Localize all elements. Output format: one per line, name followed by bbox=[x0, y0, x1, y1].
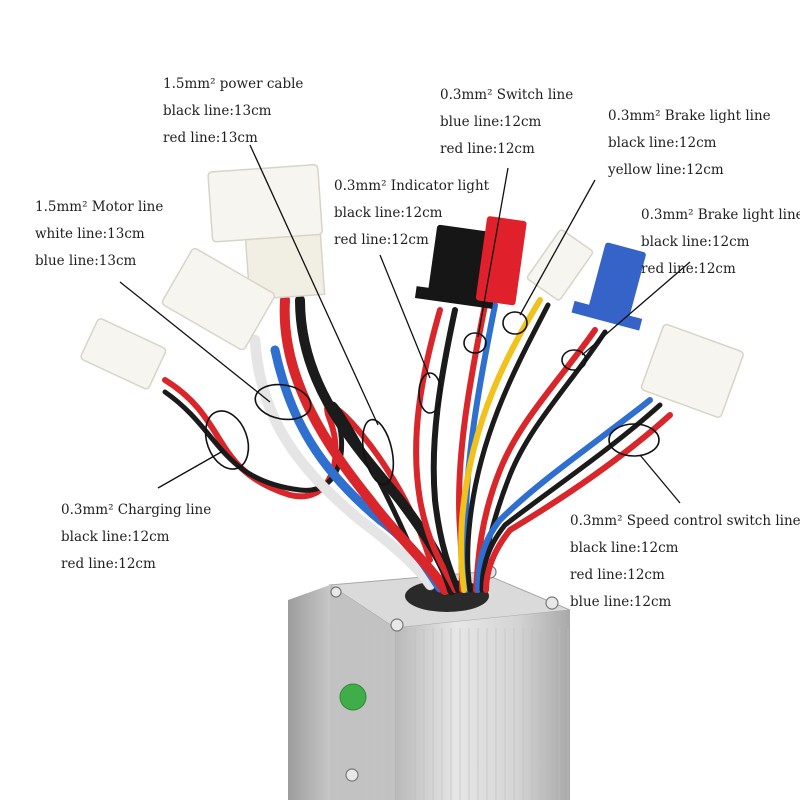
controller-box bbox=[288, 565, 571, 800]
speed-control-connector bbox=[640, 323, 744, 418]
label-line: blue line:13cm bbox=[35, 253, 137, 269]
label-line: black line:12cm bbox=[61, 529, 170, 545]
screw-icon bbox=[345, 768, 359, 782]
label-title: 0.3mm² Indicator light bbox=[334, 178, 490, 194]
label-line: red line:12cm bbox=[641, 261, 736, 277]
label-indicator-light: 0.3mm² Indicator light black line:12cm r… bbox=[334, 173, 489, 254]
label-line: black line:13cm bbox=[163, 103, 272, 119]
connectors bbox=[80, 164, 744, 418]
label-line: black line:12cm bbox=[608, 135, 717, 151]
label-line: black line:12cm bbox=[570, 540, 679, 556]
label-switch-line: 0.3mm² Switch line blue line:12cm red li… bbox=[440, 82, 573, 163]
label-line: blue line:12cm bbox=[440, 114, 542, 130]
label-line: red line:13cm bbox=[163, 130, 258, 146]
label-charging-line: 0.3mm² Charging line black line:12cm red… bbox=[61, 497, 211, 578]
label-title: 0.3mm² Brake light line bbox=[641, 207, 800, 223]
label-line: yellow line:12cm bbox=[608, 162, 724, 178]
label-title: 1.5mm² power cable bbox=[163, 76, 304, 92]
wire-bundle bbox=[162, 295, 673, 595]
callout-markers bbox=[204, 311, 660, 486]
screw-icon bbox=[330, 586, 342, 598]
label-line: blue line:12cm bbox=[570, 594, 672, 610]
leader-lines bbox=[119, 144, 691, 504]
label-line: black line:12cm bbox=[641, 234, 750, 250]
label-motor-line: 1.5mm² Motor line white line:13cm blue l… bbox=[35, 194, 163, 275]
label-line: red line:12cm bbox=[570, 567, 665, 583]
label-speed-control: 0.3mm² Speed control switch line black l… bbox=[570, 508, 800, 616]
brake-light-connector-1 bbox=[526, 229, 594, 301]
label-brake-light-2: 0.3mm² Brake light line black line:12cm … bbox=[641, 202, 800, 283]
label-title: 0.3mm² Switch line bbox=[440, 87, 574, 103]
green-sticker-icon bbox=[339, 683, 367, 711]
label-title: 1.5mm² Motor line bbox=[35, 199, 164, 215]
screw-icon bbox=[390, 618, 404, 632]
power-cable-connector bbox=[207, 164, 326, 301]
label-brake-light-1: 0.3mm² Brake light line black line:12cm … bbox=[608, 103, 771, 184]
label-line: white line:13cm bbox=[35, 226, 145, 242]
charging-connector bbox=[80, 318, 167, 390]
label-line: red line:12cm bbox=[334, 232, 429, 248]
screw-icon bbox=[545, 596, 559, 610]
label-line: red line:12cm bbox=[440, 141, 535, 157]
label-line: black line:12cm bbox=[334, 205, 443, 221]
label-title: 0.3mm² Charging line bbox=[61, 502, 212, 518]
label-title: 0.3mm² Brake light line bbox=[608, 108, 771, 124]
label-line: red line:12cm bbox=[61, 556, 156, 572]
label-power-cable: 1.5mm² power cable black line:13cm red l… bbox=[163, 71, 303, 152]
switch-connector bbox=[475, 216, 527, 306]
motor-connector bbox=[161, 247, 276, 351]
label-title: 0.3mm² Speed control switch line bbox=[570, 513, 800, 529]
brake-light-connector-2 bbox=[571, 242, 646, 331]
